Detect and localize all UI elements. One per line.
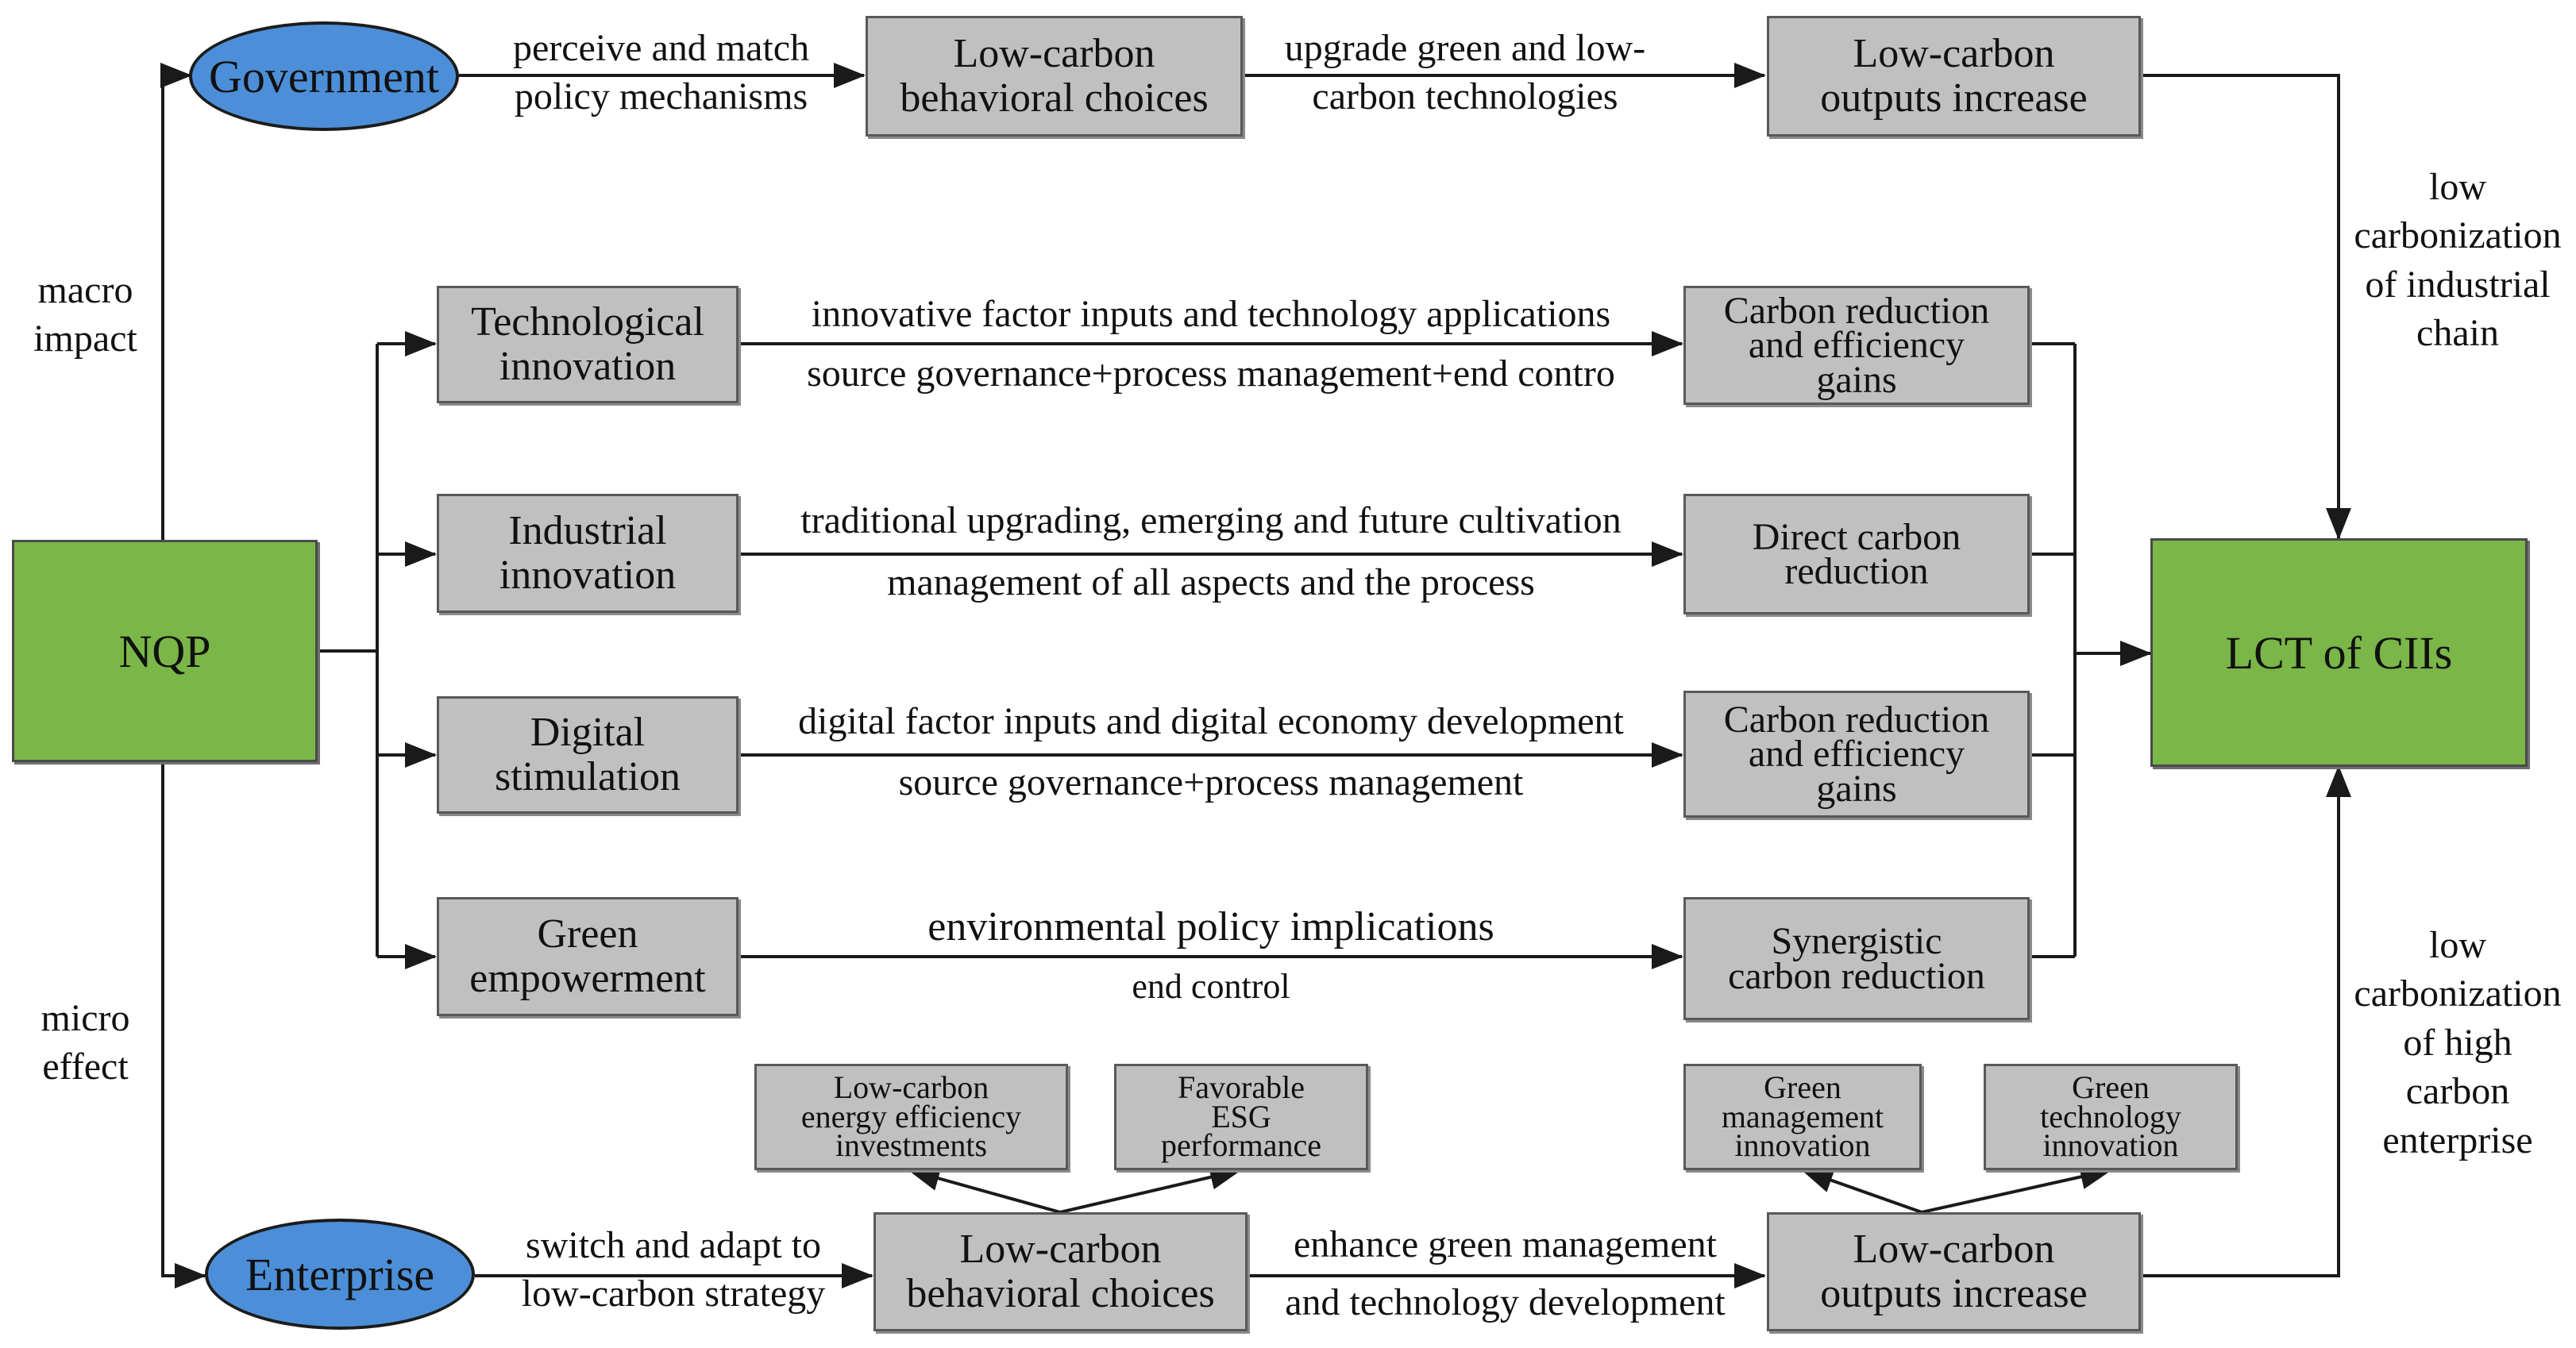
carbon-reduction-gains-box-1: Carbon reduction and efficiency gains bbox=[1683, 286, 2030, 405]
digital-governance-label: source governance+process management bbox=[898, 761, 1524, 803]
edge-outputs-mgmt bbox=[1801, 1168, 1922, 1214]
micro-effect-label: micro effect bbox=[40, 997, 130, 1088]
switch-adapt-label: switch and adapt to low-carbon strategy bbox=[521, 1224, 826, 1315]
edge-gov-lct bbox=[2141, 74, 2351, 540]
ent-outputs-increase-box: Low-carbon outputs increase bbox=[1767, 1212, 2141, 1331]
lct-node: LCT of CIIs bbox=[2150, 538, 2528, 767]
favorable-esg-performance-box: Favorable ESG performance bbox=[1114, 1064, 1368, 1170]
edge-nqp-enterprise bbox=[161, 762, 206, 1288]
edge-outputs-tech bbox=[1921, 1164, 2112, 1214]
perceive-match-label: perceive and match policy mechanisms bbox=[512, 27, 810, 118]
industrial-innovation-box: Industrial innovation bbox=[437, 494, 738, 613]
upgrade-technologies-label: upgrade green and low- carbon technologi… bbox=[1284, 27, 1646, 118]
enhance-green-label: enhance green management bbox=[1293, 1223, 1718, 1265]
government-node: Government bbox=[189, 21, 459, 131]
gov-behavioral-choices-box: Low-carbon behavioral choices bbox=[866, 16, 1243, 137]
green-technology-innovation-box: Green technology innovation bbox=[1984, 1064, 2238, 1170]
digital-stimulation-box: Digital stimulation bbox=[437, 696, 738, 814]
tech-inputs-label: innovative factor inputs and technology … bbox=[811, 293, 1611, 335]
enterprise-node: Enterprise bbox=[205, 1219, 475, 1330]
digital-inputs-label: digital factor inputs and digital econom… bbox=[798, 700, 1624, 742]
carbon-reduction-gains-box-2: Carbon reduction and efficiency gains bbox=[1683, 691, 2030, 818]
end-control-label: end control bbox=[1132, 967, 1290, 1006]
industrial-upgrading-label: traditional upgrading, emerging and futu… bbox=[800, 499, 1622, 541]
edge-behavior-investments bbox=[908, 1165, 1061, 1214]
technology-development-label: and technology development bbox=[1285, 1281, 1726, 1323]
nqp-node: NQP bbox=[12, 540, 318, 762]
synergistic-carbon-reduction-box: Synergistic carbon reduction bbox=[1683, 897, 2030, 1020]
tech-governance-label: source governance+process management+end… bbox=[807, 352, 1615, 395]
direct-carbon-reduction-box: Direct carbon reduction bbox=[1683, 494, 2030, 614]
edge-behavior-esg bbox=[1059, 1165, 1242, 1214]
macro-impact-label: macro impact bbox=[33, 269, 137, 360]
environmental-policy-label: environmental policy implications bbox=[927, 904, 1494, 949]
industrial-management-label: management of all aspects and the proces… bbox=[887, 561, 1535, 603]
high-carbon-enterprise-label: low carbonization of high carbon enterpr… bbox=[2354, 924, 2562, 1161]
ent-behavioral-choices-box: Low-carbon behavioral choices bbox=[873, 1212, 1248, 1331]
edge-nqp-government bbox=[160, 63, 192, 540]
industrial-chain-label: low carbonization of industrial chain bbox=[2354, 166, 2562, 355]
technological-innovation-box: Technological innovation bbox=[437, 286, 738, 403]
green-empowerment-box: Green empowerment bbox=[437, 897, 738, 1016]
green-management-innovation-box: Green management innovation bbox=[1683, 1064, 1922, 1170]
edge-ent-lct bbox=[2141, 765, 2351, 1277]
gov-outputs-increase-box: Low-carbon outputs increase bbox=[1767, 16, 2141, 137]
energy-efficiency-investments-box: Low-carbon energy efficiency investments bbox=[754, 1064, 1068, 1170]
